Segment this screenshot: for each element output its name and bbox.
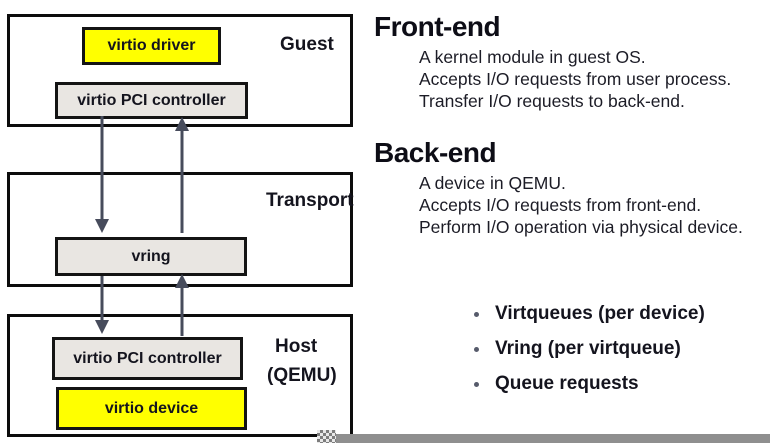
- transport-layer-label: Transport: [266, 190, 354, 211]
- backend-title: Back-end: [374, 137, 497, 168]
- host-layer-box: Host (QEMU) virtio PCI controller virtio…: [7, 314, 353, 437]
- host-virtio-pci-controller-box: virtio PCI controller: [52, 337, 243, 380]
- bullet-text-3: Queue requests: [495, 373, 639, 394]
- frontend-section: Front-end A kernel module in guest OS. A…: [374, 11, 731, 112]
- bullet-dot-icon: [474, 382, 479, 387]
- frontend-title: Front-end: [374, 11, 501, 42]
- host-virtio-pci-controller-label: virtio PCI controller: [73, 349, 222, 367]
- virtio-device-box: virtio device: [56, 387, 247, 430]
- frontend-line-1: A kernel module in guest OS.: [419, 47, 646, 67]
- scrollbar-handle-icon[interactable]: [317, 430, 336, 443]
- backend-section: Back-end A device in QEMU. Accepts I/O r…: [374, 137, 743, 238]
- frontend-line-3: Transfer I/O requests to back-end.: [419, 91, 685, 111]
- virtqueue-bullet-list: Virtqueues (per device) Vring (per virtq…: [472, 303, 705, 408]
- horizontal-scrollbar[interactable]: [334, 434, 770, 443]
- guest-virtio-pci-controller-label: virtio PCI controller: [77, 91, 226, 109]
- transport-layer-box: Transport vring: [7, 172, 354, 287]
- list-item: Vring (per virtqueue): [472, 338, 705, 360]
- list-item: Queue requests: [472, 373, 705, 395]
- virtio-driver-label: virtio driver: [107, 37, 196, 54]
- bullet-text-2: Vring (per virtqueue): [495, 338, 681, 359]
- list-item: Virtqueues (per device): [472, 303, 705, 325]
- bullet-text-1: Virtqueues (per device): [495, 303, 705, 324]
- frontend-line-2: Accepts I/O requests from user process.: [419, 69, 732, 89]
- vring-box: vring: [55, 237, 247, 276]
- guest-layer-label: Guest: [280, 34, 334, 55]
- backend-line-2: Accepts I/O requests from front-end.: [419, 195, 702, 215]
- bullet-dot-icon: [474, 312, 479, 317]
- host-layer-label: Host: [275, 336, 318, 357]
- vring-label: vring: [131, 247, 171, 265]
- backend-line-3: Perform I/O operation via physical devic…: [419, 217, 743, 237]
- virtio-driver-box: virtio driver: [82, 27, 221, 65]
- virtio-device-label: virtio device: [104, 399, 199, 417]
- guest-layer-box: virtio driver Guest virtio PCI controlle…: [7, 14, 353, 127]
- guest-virtio-pci-controller-box: virtio PCI controller: [55, 82, 248, 119]
- backend-line-1: A device in QEMU.: [419, 173, 566, 193]
- bullet-dot-icon: [474, 347, 479, 352]
- host-qemu-label: (QEMU): [267, 365, 337, 386]
